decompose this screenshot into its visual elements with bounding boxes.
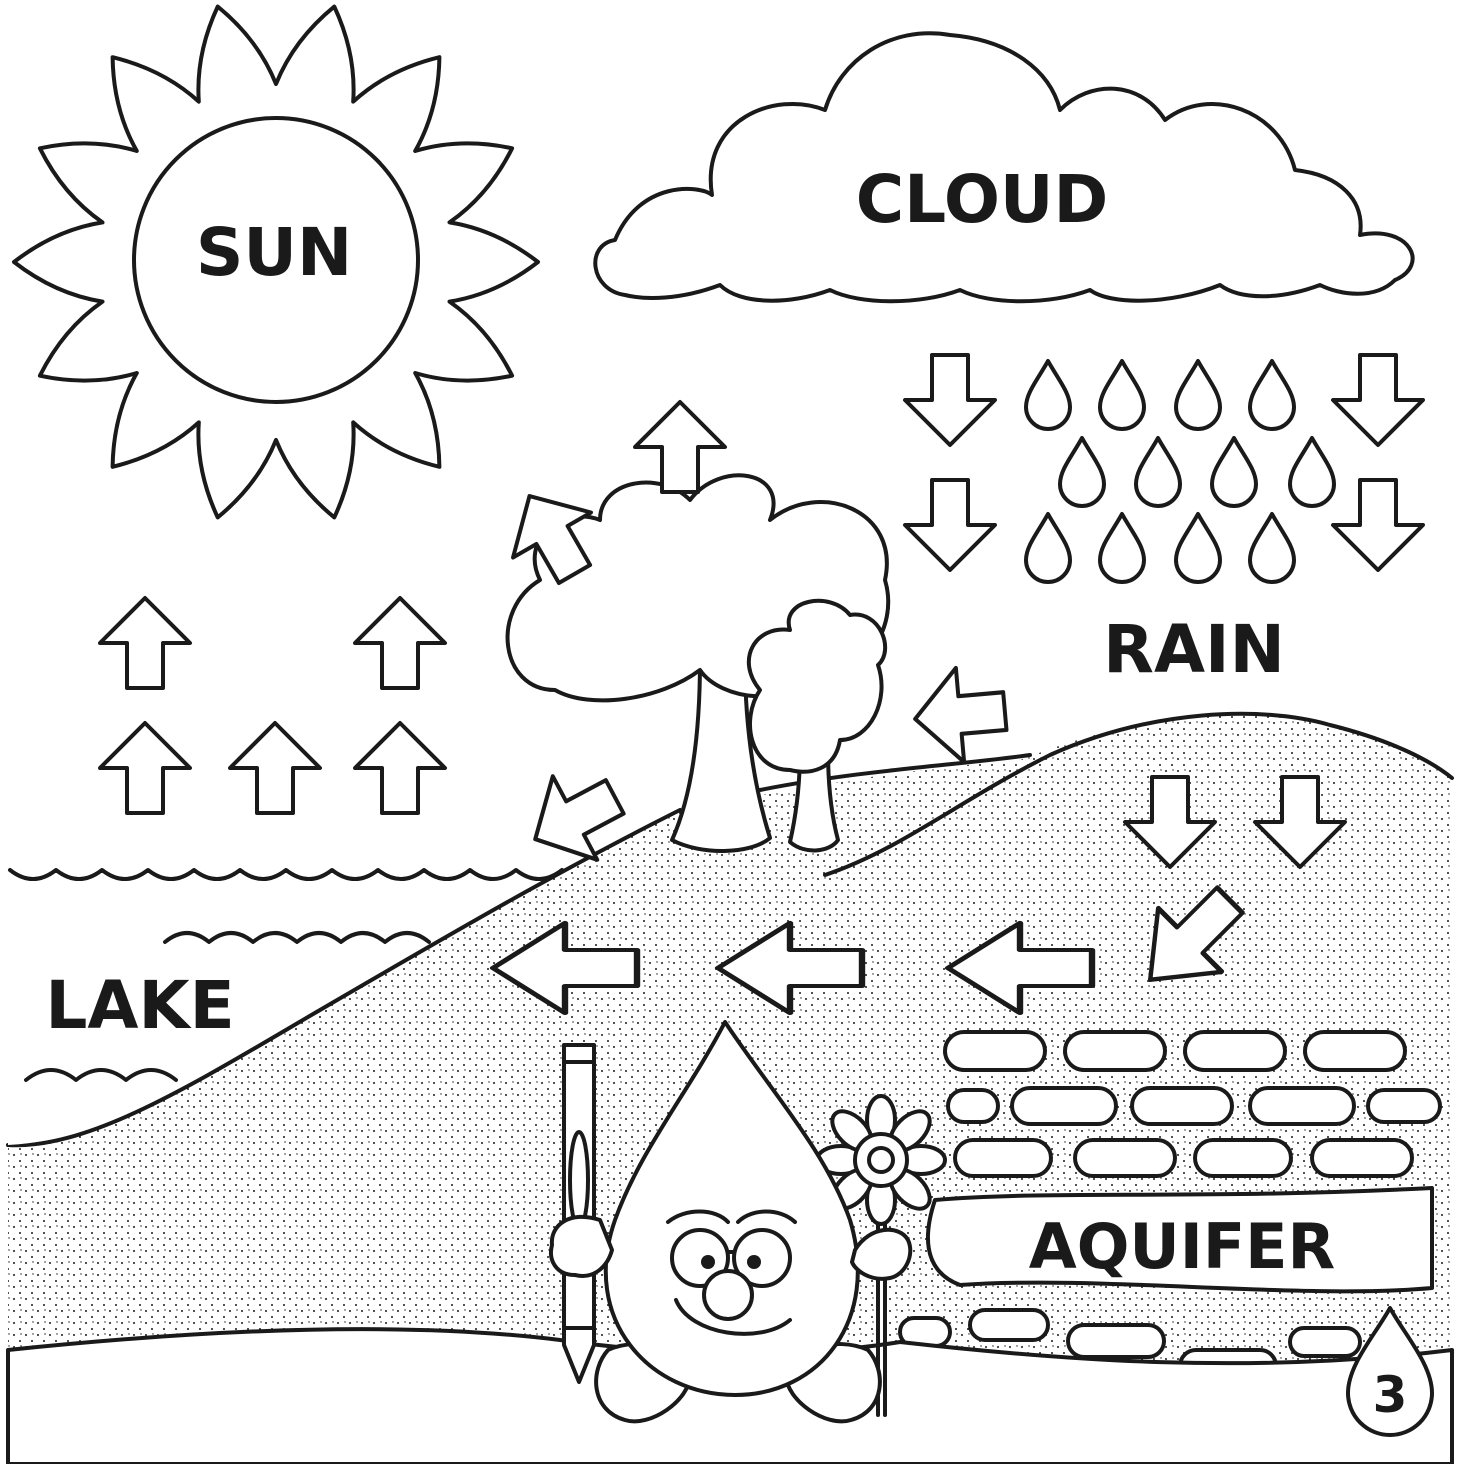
aquifer-label: AQUIFER <box>1029 1210 1336 1283</box>
arrow-down-icon <box>1333 480 1423 570</box>
raindrop-icon <box>1100 361 1144 429</box>
raindrop-icon <box>1100 514 1144 582</box>
arrow-left-icon <box>911 664 1009 766</box>
rain-label: RAIN <box>1103 611 1285 688</box>
raindrop-icon <box>1176 361 1220 429</box>
arrow-up-icon <box>635 402 725 492</box>
rain-drops <box>1026 361 1334 582</box>
evaporation-arrows <box>100 598 445 813</box>
raindrop-icon <box>1026 514 1070 582</box>
arrow-up-icon <box>100 598 190 688</box>
raindrop-icon <box>1250 514 1294 582</box>
raindrop-icon <box>1136 438 1180 506</box>
raindrop-icon <box>1290 438 1334 506</box>
arrow-down-icon <box>1333 355 1423 445</box>
arrow-up-icon <box>230 723 320 813</box>
raindrop-icon <box>1176 514 1220 582</box>
raindrop-icon <box>1212 438 1256 506</box>
crayon-icon <box>564 1045 594 1382</box>
arrow-down-icon <box>905 355 995 445</box>
raindrop-icon <box>1060 438 1104 506</box>
arrow-up-icon <box>355 723 445 813</box>
arrow-down-icon <box>905 480 995 570</box>
arrow-up-icon <box>355 598 445 688</box>
page-number: 3 <box>1373 1366 1408 1424</box>
cloud-label: CLOUD <box>856 161 1109 238</box>
raindrop-icon <box>1026 361 1070 429</box>
lake-label: LAKE <box>45 967 234 1044</box>
arrow-up-icon <box>100 723 190 813</box>
raindrop-icon <box>1250 361 1294 429</box>
sun-label: SUN <box>196 214 352 291</box>
